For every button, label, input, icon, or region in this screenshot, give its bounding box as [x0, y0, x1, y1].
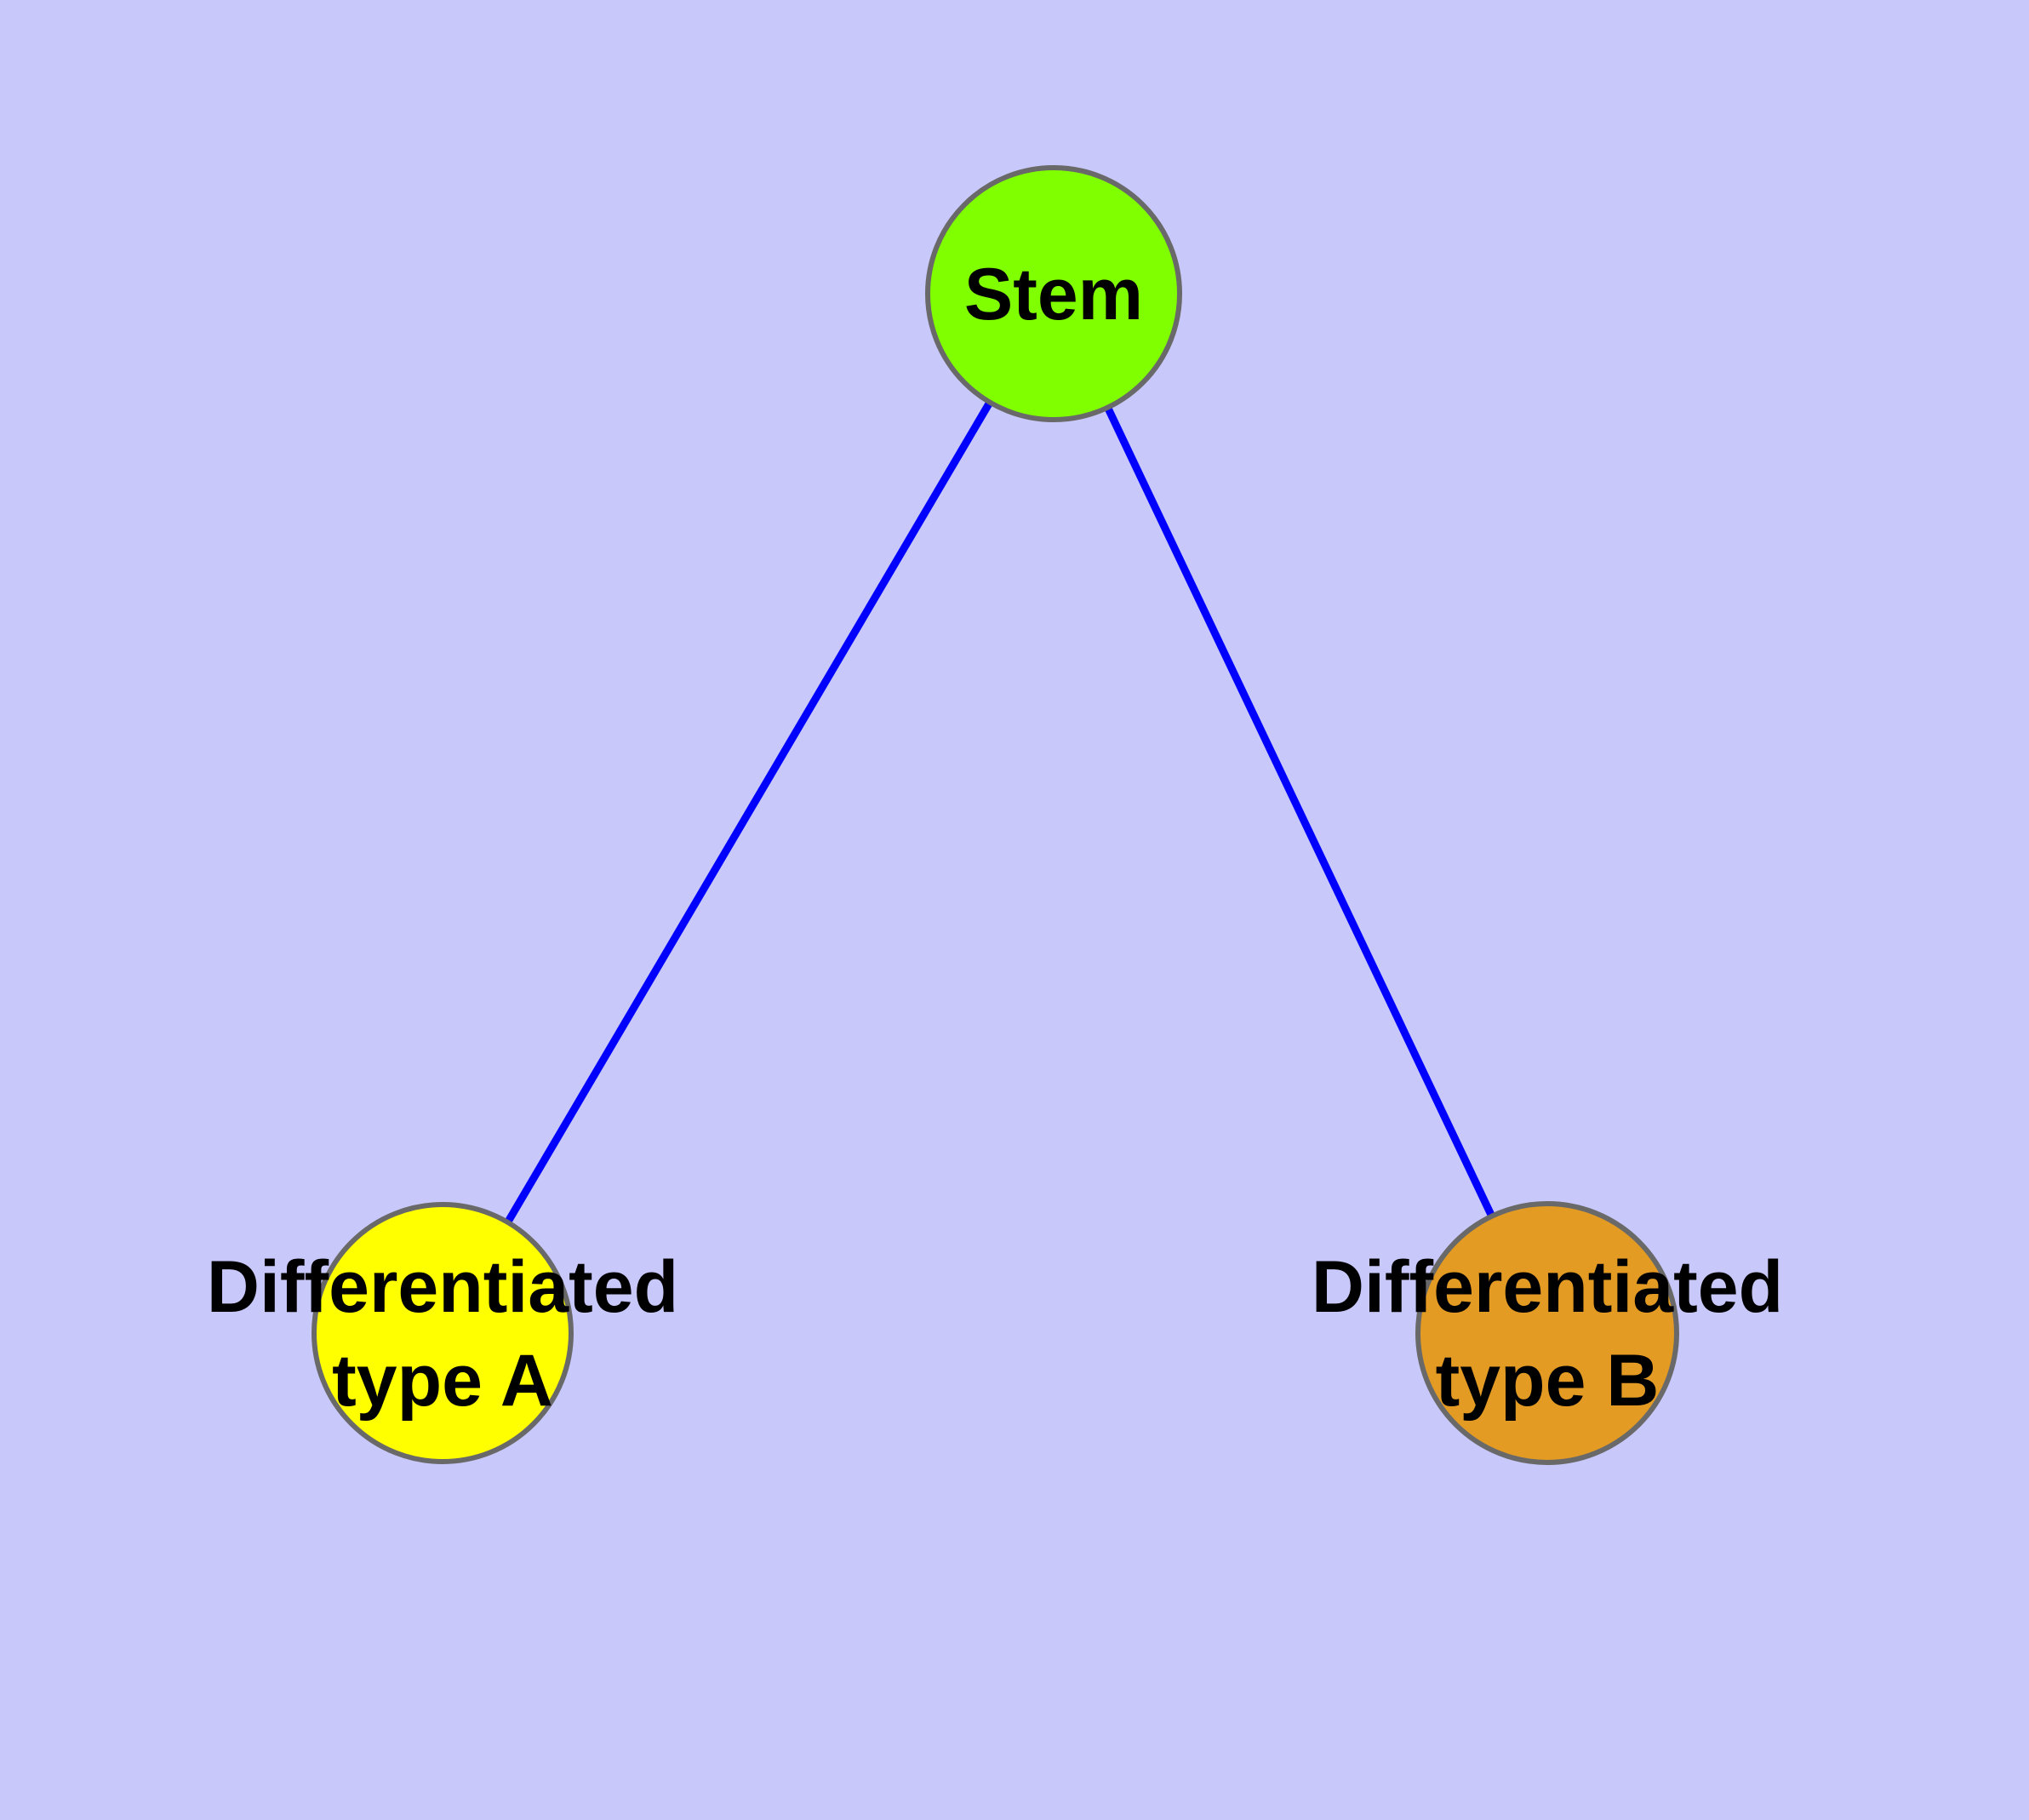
node-label-line: Stem	[964, 254, 1143, 335]
node-label-line: type B	[1436, 1340, 1660, 1422]
node-stem[interactable]	[925, 165, 1182, 422]
nodes-layer	[311, 165, 1679, 1465]
node-label-line: type A	[332, 1340, 553, 1422]
node-label-stem: Stem	[964, 254, 1143, 335]
edges-layer	[505, 402, 1495, 1223]
node-label-line: Differentiated	[207, 1246, 678, 1328]
node-label-diff_a: Differentiated type A	[207, 1246, 678, 1422]
edge-stem-to-a	[505, 402, 992, 1223]
node-diff_b[interactable]	[1415, 1201, 1679, 1465]
node-label-line: Differentiated	[1312, 1246, 1783, 1328]
edge-stem-to-b	[1105, 407, 1495, 1216]
node-label-diff_b: Differentiated type B	[1312, 1246, 1783, 1422]
node-diff_a[interactable]	[311, 1202, 574, 1464]
